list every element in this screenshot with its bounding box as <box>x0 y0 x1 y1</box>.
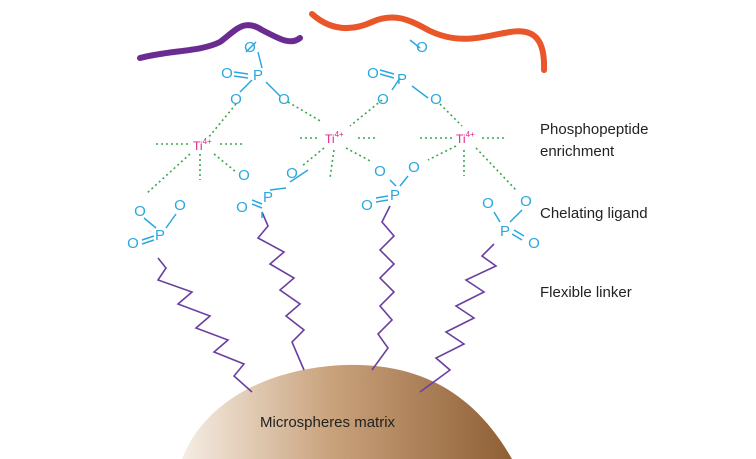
oxygen-atom: O <box>244 39 256 56</box>
atoms: O O P O O O O P O O O O O P O O O P O O … <box>127 39 540 252</box>
linker-3 <box>371 205 396 371</box>
oxygen-atom: O <box>430 91 442 108</box>
peptide-left <box>137 22 303 61</box>
oxygen-atom: O <box>367 65 379 82</box>
label-phosphopeptide-enrichment: Phosphopeptide <box>540 121 648 138</box>
oxygen-atom: O <box>408 159 420 176</box>
linker-1 <box>156 257 253 393</box>
oxygen-atom: O <box>238 167 250 184</box>
phosphorus-atom: P <box>155 227 165 244</box>
oxygen-atom: O <box>377 91 389 108</box>
phosphorus-atom: P <box>263 189 273 206</box>
oxygen-atom: O <box>528 235 540 252</box>
oxygen-atom: O <box>520 193 532 210</box>
oxygen-atom: O <box>374 163 386 180</box>
label-microspheres-matrix: Microspheres matrix <box>260 414 396 431</box>
label-flexible-linker: Flexible linker <box>540 284 632 301</box>
oxygen-atom: O <box>278 91 290 108</box>
titanium-ion-left: Ti4+ <box>193 137 212 153</box>
flexible-linkers <box>156 205 498 393</box>
oxygen-atom: O <box>127 235 139 252</box>
phosphorus-atom: P <box>253 67 263 84</box>
oxygen-atom: O <box>416 39 428 56</box>
covalent-bonds <box>141 39 525 245</box>
titanium-ion-right: Ti4+ <box>456 130 475 146</box>
microsphere-matrix <box>182 364 512 459</box>
oxygen-atom: O <box>236 199 248 216</box>
titanium-ions: Ti4+ Ti4+ Ti4+ <box>193 130 475 153</box>
coordination-bonds <box>145 99 517 195</box>
linker-2 <box>256 211 306 371</box>
oxygen-atom: O <box>174 197 186 214</box>
oxygen-atom: O <box>230 91 242 108</box>
oxygen-atom: O <box>482 195 494 212</box>
phosphorus-atom: P <box>390 187 400 204</box>
oxygen-atom: O <box>221 65 233 82</box>
phosphorus-atom: P <box>397 71 407 88</box>
titanium-ion-middle: Ti4+ <box>325 130 344 146</box>
linker-4 <box>419 243 498 393</box>
label-enrichment-line2: enrichment <box>540 143 615 160</box>
oxygen-atom: O <box>286 165 298 182</box>
peptide-right <box>309 11 548 73</box>
oxygen-atom: O <box>134 203 146 220</box>
phosphorus-atom: P <box>500 223 510 240</box>
oxygen-atom: O <box>361 197 373 214</box>
label-chelating-ligand: Chelating ligand <box>540 205 648 222</box>
